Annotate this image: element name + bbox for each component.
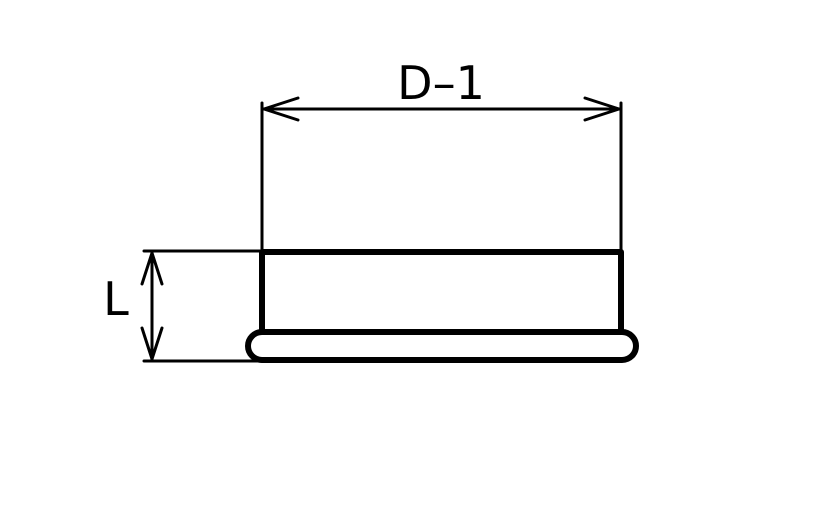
height-arrow-bottom: [140, 326, 164, 361]
width-dimension-label: D–1: [397, 56, 485, 110]
part-flange: [245, 329, 639, 363]
height-dimension-label: L: [103, 272, 129, 326]
height-arrow-top: [140, 251, 164, 286]
width-arrow-right: [583, 96, 621, 122]
part-body: [259, 249, 624, 335]
width-arrow-left: [262, 96, 300, 122]
